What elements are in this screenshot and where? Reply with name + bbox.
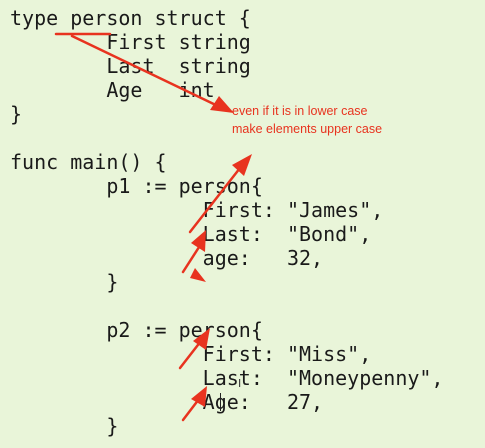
text-cursor (220, 393, 221, 411)
annotation-line: make elements upper case (232, 122, 383, 136)
code-line: Last: "Moneypenny", (10, 366, 444, 390)
code-line: } (10, 270, 119, 294)
code-line: } (10, 102, 23, 126)
code-line: First: "James", (10, 198, 384, 222)
code-line: p1 := person{ (10, 174, 263, 198)
code-line: Age: 27, (10, 390, 324, 414)
code-line: First string (10, 30, 251, 54)
code-line: func main() { (10, 150, 167, 174)
ibeam-cursor-icon: I (238, 377, 242, 390)
arrow-age-p1-icon (190, 268, 206, 282)
code-line: } (10, 414, 119, 438)
code-line: p2 := person{ (10, 318, 263, 342)
code-line: First: "Miss", (10, 342, 372, 366)
annotation-line: even if it is in lower case (232, 104, 368, 118)
code-line: age: 32, (10, 246, 324, 270)
code-line: Age int (10, 78, 215, 102)
code-line: Last: "Bond", (10, 222, 372, 246)
code-line: type person struct { (10, 6, 251, 30)
code-line: Last string (10, 54, 251, 78)
